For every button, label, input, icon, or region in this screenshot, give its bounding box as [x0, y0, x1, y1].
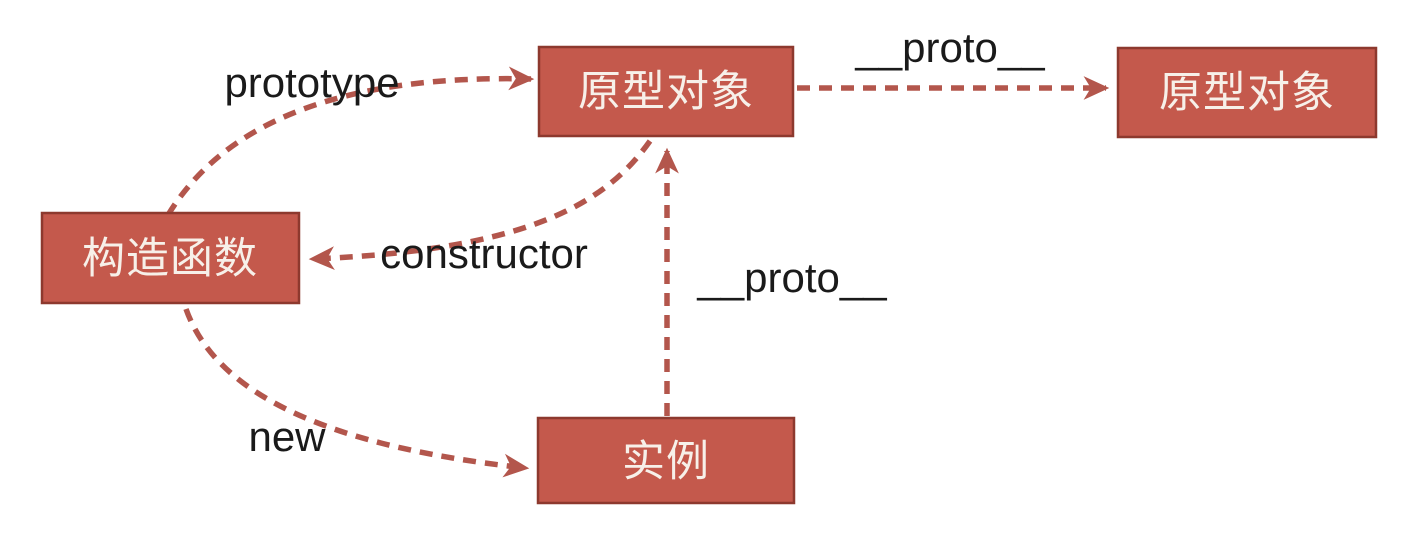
edge-constructor: constructor — [308, 139, 653, 277]
node-prototype-object-2: 原型对象 — [1116, 46, 1378, 139]
instance-box — [536, 416, 796, 505]
edge-constructor-arrow — [308, 139, 653, 270]
prototype-object-1-label: 原型对象 — [578, 68, 754, 116]
edge-prototype: prototype — [165, 59, 535, 217]
edge-prototype-arrow — [165, 66, 535, 217]
constructor-function-box — [40, 211, 301, 305]
node-instance: 实例 — [536, 416, 796, 505]
node-prototype-object-1: 原型对象 — [537, 45, 795, 138]
constructor-function-label: 构造函数 — [82, 235, 258, 283]
prototype-object-1-box — [537, 45, 795, 138]
edge-label-constructor: constructor — [380, 230, 588, 277]
prototype-object-2-box — [1116, 46, 1378, 139]
edge-label-prototype: prototype — [224, 59, 399, 106]
edge-label-proto-top: __proto__ — [854, 24, 1045, 71]
edge-proto-top: __proto__ — [797, 24, 1110, 100]
prototype-object-2-label: 原型对象 — [1159, 69, 1335, 117]
edge-label-new: new — [248, 413, 326, 460]
node-constructor-function: 构造函数 — [40, 211, 301, 305]
edge-new: new — [183, 308, 530, 478]
edge-label-proto-vertical: __proto__ — [696, 254, 887, 301]
instance-label: 实例 — [622, 438, 710, 486]
edge-new-arrow — [183, 308, 530, 478]
edge-proto-vertical: __proto__ — [655, 147, 887, 416]
